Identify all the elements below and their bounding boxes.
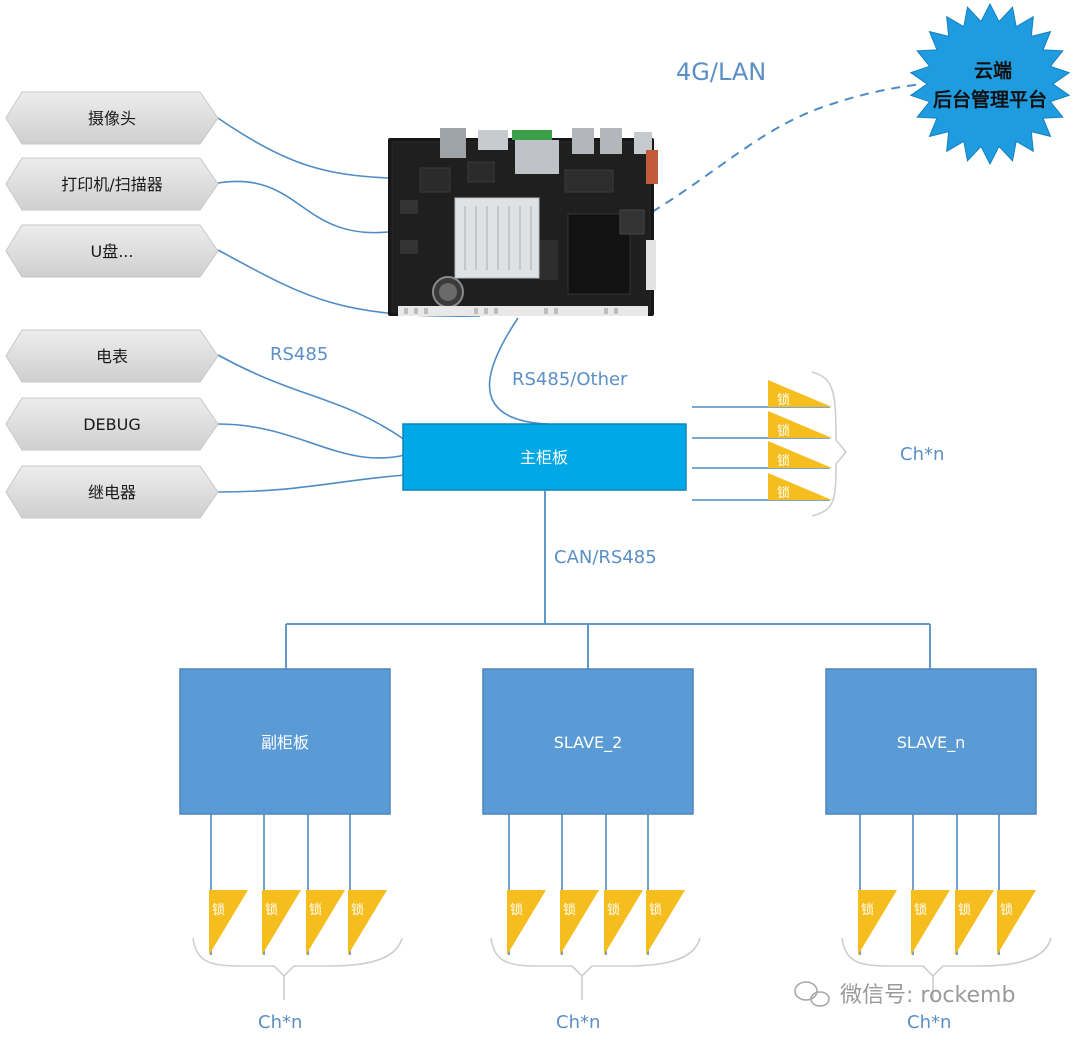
lock-icon: 锁 [604,890,643,955]
main-lock-lines [692,406,830,501]
link-debug [217,423,406,459]
lock-icon: 锁 [768,380,832,408]
lock-icon: 锁 [646,890,685,955]
main-lock-group: 锁 锁 锁 锁 [768,380,832,501]
lock-icon: 锁 [911,890,950,955]
wechat-icon [794,981,830,1007]
label-rs485-other: RS485/Other [512,369,628,390]
slaven-lock-group: 锁 锁 锁 锁 [858,890,1036,955]
main-board-label: 主柜板 [520,448,568,467]
slave-label: 副柜板 [261,733,309,752]
lock-icon: 锁 [560,890,599,955]
lock-icon: 锁 [306,890,345,955]
lock-icon: 锁 [768,441,832,469]
bus-lines [285,490,931,669]
label-rs485: RS485 [270,344,328,365]
slave-box-n: SLAVE_n [825,668,1037,815]
main-channel-bracket [811,371,848,517]
device-label: U盘... [91,242,134,261]
device-tag-relay: 继电器 [5,465,219,519]
lock-label: 锁 [777,392,790,408]
lock-icon: 锁 [262,890,301,955]
main-board: 主柜板 [402,423,687,491]
lock-label: 锁 [607,902,620,918]
main-channel-label: Ch*n [900,444,944,465]
lock-icon: 锁 [768,473,832,501]
link-4g-lan [651,83,923,213]
channel-bracket-n [841,937,1052,978]
lock-icon: 锁 [858,890,897,955]
lock-label: 锁 [649,902,662,918]
slave-label: SLAVE_n [897,733,966,753]
channel-bracket-1 [192,937,403,978]
device-tag-meter: 电表 [5,329,219,383]
lock-icon: 锁 [507,890,546,955]
lock-label: 锁 [777,485,790,501]
device-label: 电表 [96,347,128,366]
lock-label: 锁 [309,902,322,918]
device-label: 打印机/扫描器 [61,175,162,194]
slave2-lock-group: 锁 锁 锁 锁 [507,890,685,955]
lock-label: 锁 [958,902,971,918]
lock-icon: 锁 [955,890,994,955]
label-4g-lan: 4G/LAN [676,58,766,86]
channel-label-1: Ch*n [258,1012,302,1033]
device-tag-camera: 摄像头 [5,91,219,145]
device-tag-printer: 打印机/扫描器 [5,157,219,211]
slave-box-2: SLAVE_2 [482,668,694,815]
lock-label: 锁 [265,902,278,918]
link-printer [217,180,389,234]
link-relay [217,474,406,493]
watermark: 微信号: rockemb [794,981,1015,1008]
lock-icon: 锁 [768,411,832,439]
label-can-rs485: CAN/RS485 [554,547,657,568]
device-tag-debug: DEBUG [5,397,219,451]
device-label: 继电器 [88,483,136,502]
slave-box-1: 副柜板 [179,668,391,815]
channel-bracket-2 [490,937,701,978]
watermark-text: 微信号: rockemb [840,983,1015,1008]
device-links [217,117,549,493]
device-label: DEBUG [83,415,141,434]
bottom-brackets [192,937,1052,1000]
lock-icon: 锁 [348,890,387,955]
cloud-label-line1: 云端 [974,59,1012,82]
lock-icon: 锁 [997,890,1036,955]
lock-label: 锁 [563,902,576,918]
lock-label: 锁 [510,902,523,918]
slave-label: SLAVE_2 [554,733,623,753]
link-camera [217,117,389,179]
lock-label: 锁 [861,902,874,918]
link-rs485-other [488,317,549,425]
cloud-platform: 云端 后台管理平台 [909,2,1071,166]
lock-label: 锁 [777,423,790,439]
cloud-label-line2: 后台管理平台 [933,88,1047,111]
device-tag-usb: U盘... [5,224,219,278]
device-label: 摄像头 [88,109,136,128]
channel-label-2: Ch*n [556,1012,600,1033]
slave1-lock-group: 锁 锁 锁 锁 [209,890,387,955]
lock-label: 锁 [1000,902,1013,918]
lock-label: 锁 [777,453,790,469]
lock-label: 锁 [914,902,927,918]
link-meter [217,354,406,441]
lock-label: 锁 [212,902,225,918]
lock-icon: 锁 [209,890,248,955]
channel-label-n: Ch*n [907,1012,951,1033]
lock-label: 锁 [351,902,364,918]
board-image [388,128,658,316]
